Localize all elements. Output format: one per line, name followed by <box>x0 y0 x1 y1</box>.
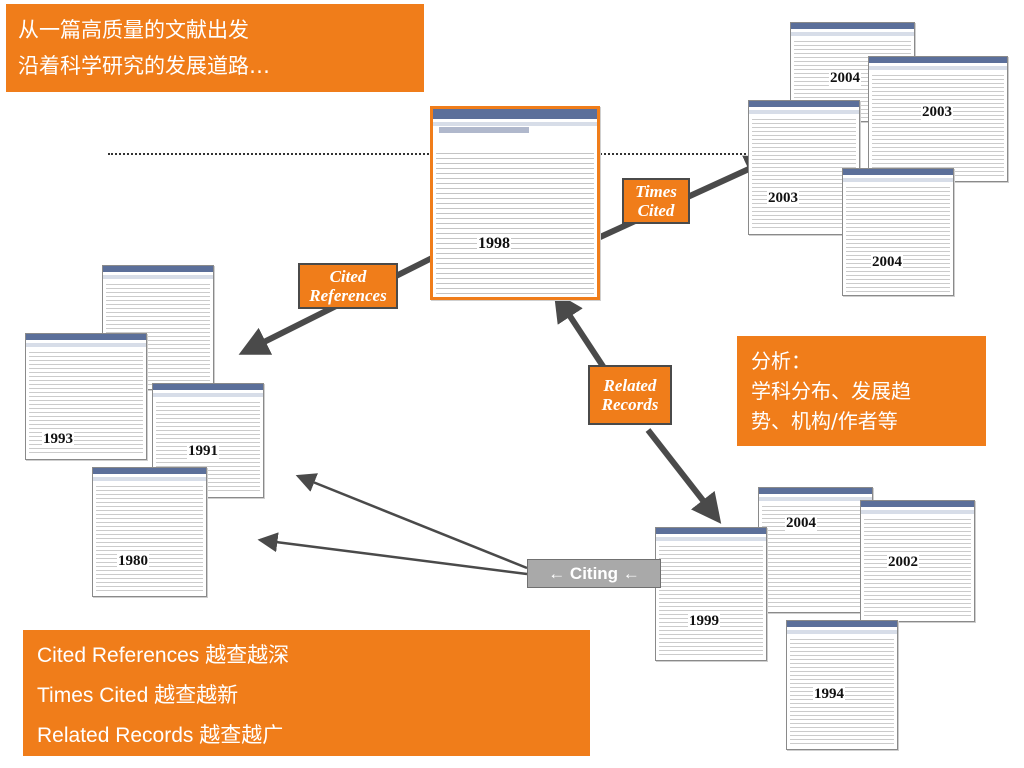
record-1993[interactable]: 1993 <box>25 333 147 460</box>
year-label: 1994 <box>813 686 845 702</box>
analysis-line-1: 分析： <box>751 349 811 373</box>
arrow-citing-upper <box>295 473 528 570</box>
cited-label-line-1: Cited <box>329 267 367 286</box>
related-label-line-2: Records <box>601 395 659 414</box>
intro-line-2: 沿着科学研究的发展道路… <box>18 54 270 78</box>
intro-box: 从一篇高质量的文献出发 沿着科学研究的发展道路… <box>6 4 424 92</box>
cited-references-label: Cited References <box>298 263 398 309</box>
record-2003-b[interactable]: 2003 <box>748 100 860 235</box>
times-cited-label: Times Cited <box>622 178 690 224</box>
summary-line-3: Related Records 越查越广 <box>37 724 284 747</box>
related-records-label: Related Records <box>588 365 672 425</box>
record-1994[interactable]: 1994 <box>786 620 898 750</box>
related-label-line-1: Related <box>603 376 657 395</box>
record-2002[interactable]: 2002 <box>860 500 975 622</box>
year-label: 1980 <box>117 553 149 569</box>
year-label: 2004 <box>829 70 861 86</box>
times-label-line-2: Cited <box>637 201 675 220</box>
arrow-citing-lower <box>257 532 528 576</box>
analysis-line-3: 势、机构/作者等 <box>751 409 898 433</box>
analysis-box: 分析： 学科分布、发展趋 势、机构/作者等 <box>737 336 986 446</box>
intro-line-1: 从一篇高质量的文献出发 <box>18 18 249 42</box>
year-label: 2003 <box>921 104 953 120</box>
year-label: 2002 <box>887 554 919 570</box>
year-label: 1998 <box>477 235 511 252</box>
year-label: 2004 <box>871 254 903 270</box>
citing-label: ← Citing ← <box>527 559 661 588</box>
analysis-line-2: 学科分布、发展趋 <box>751 379 911 403</box>
summary-line-1: Cited References 越查越深 <box>37 644 290 667</box>
year-label: 1999 <box>688 613 720 629</box>
year-label: 2003 <box>767 190 799 206</box>
arrow-related-down <box>645 428 722 524</box>
record-2004-b[interactable]: 2004 <box>842 168 954 296</box>
main-record-1998[interactable]: 1998 <box>430 106 600 300</box>
summary-box: Cited References 越查越深 Times Cited 越查越新 R… <box>23 630 590 756</box>
record-1999[interactable]: 1999 <box>655 527 767 661</box>
cited-label-line-2: References <box>309 286 387 305</box>
record-2003-a[interactable]: 2003 <box>868 56 1008 182</box>
record-2004-c[interactable]: 2004 <box>758 487 873 613</box>
record-1980[interactable]: 1980 <box>92 467 207 597</box>
year-label: 2004 <box>785 515 817 531</box>
times-label-line-1: Times <box>635 182 677 201</box>
dotted-divider-left <box>108 153 433 155</box>
dotted-divider-right <box>600 153 750 155</box>
summary-line-2: Times Cited 越查越新 <box>37 684 239 707</box>
year-label: 1993 <box>42 431 74 447</box>
year-label: 1991 <box>187 443 219 459</box>
